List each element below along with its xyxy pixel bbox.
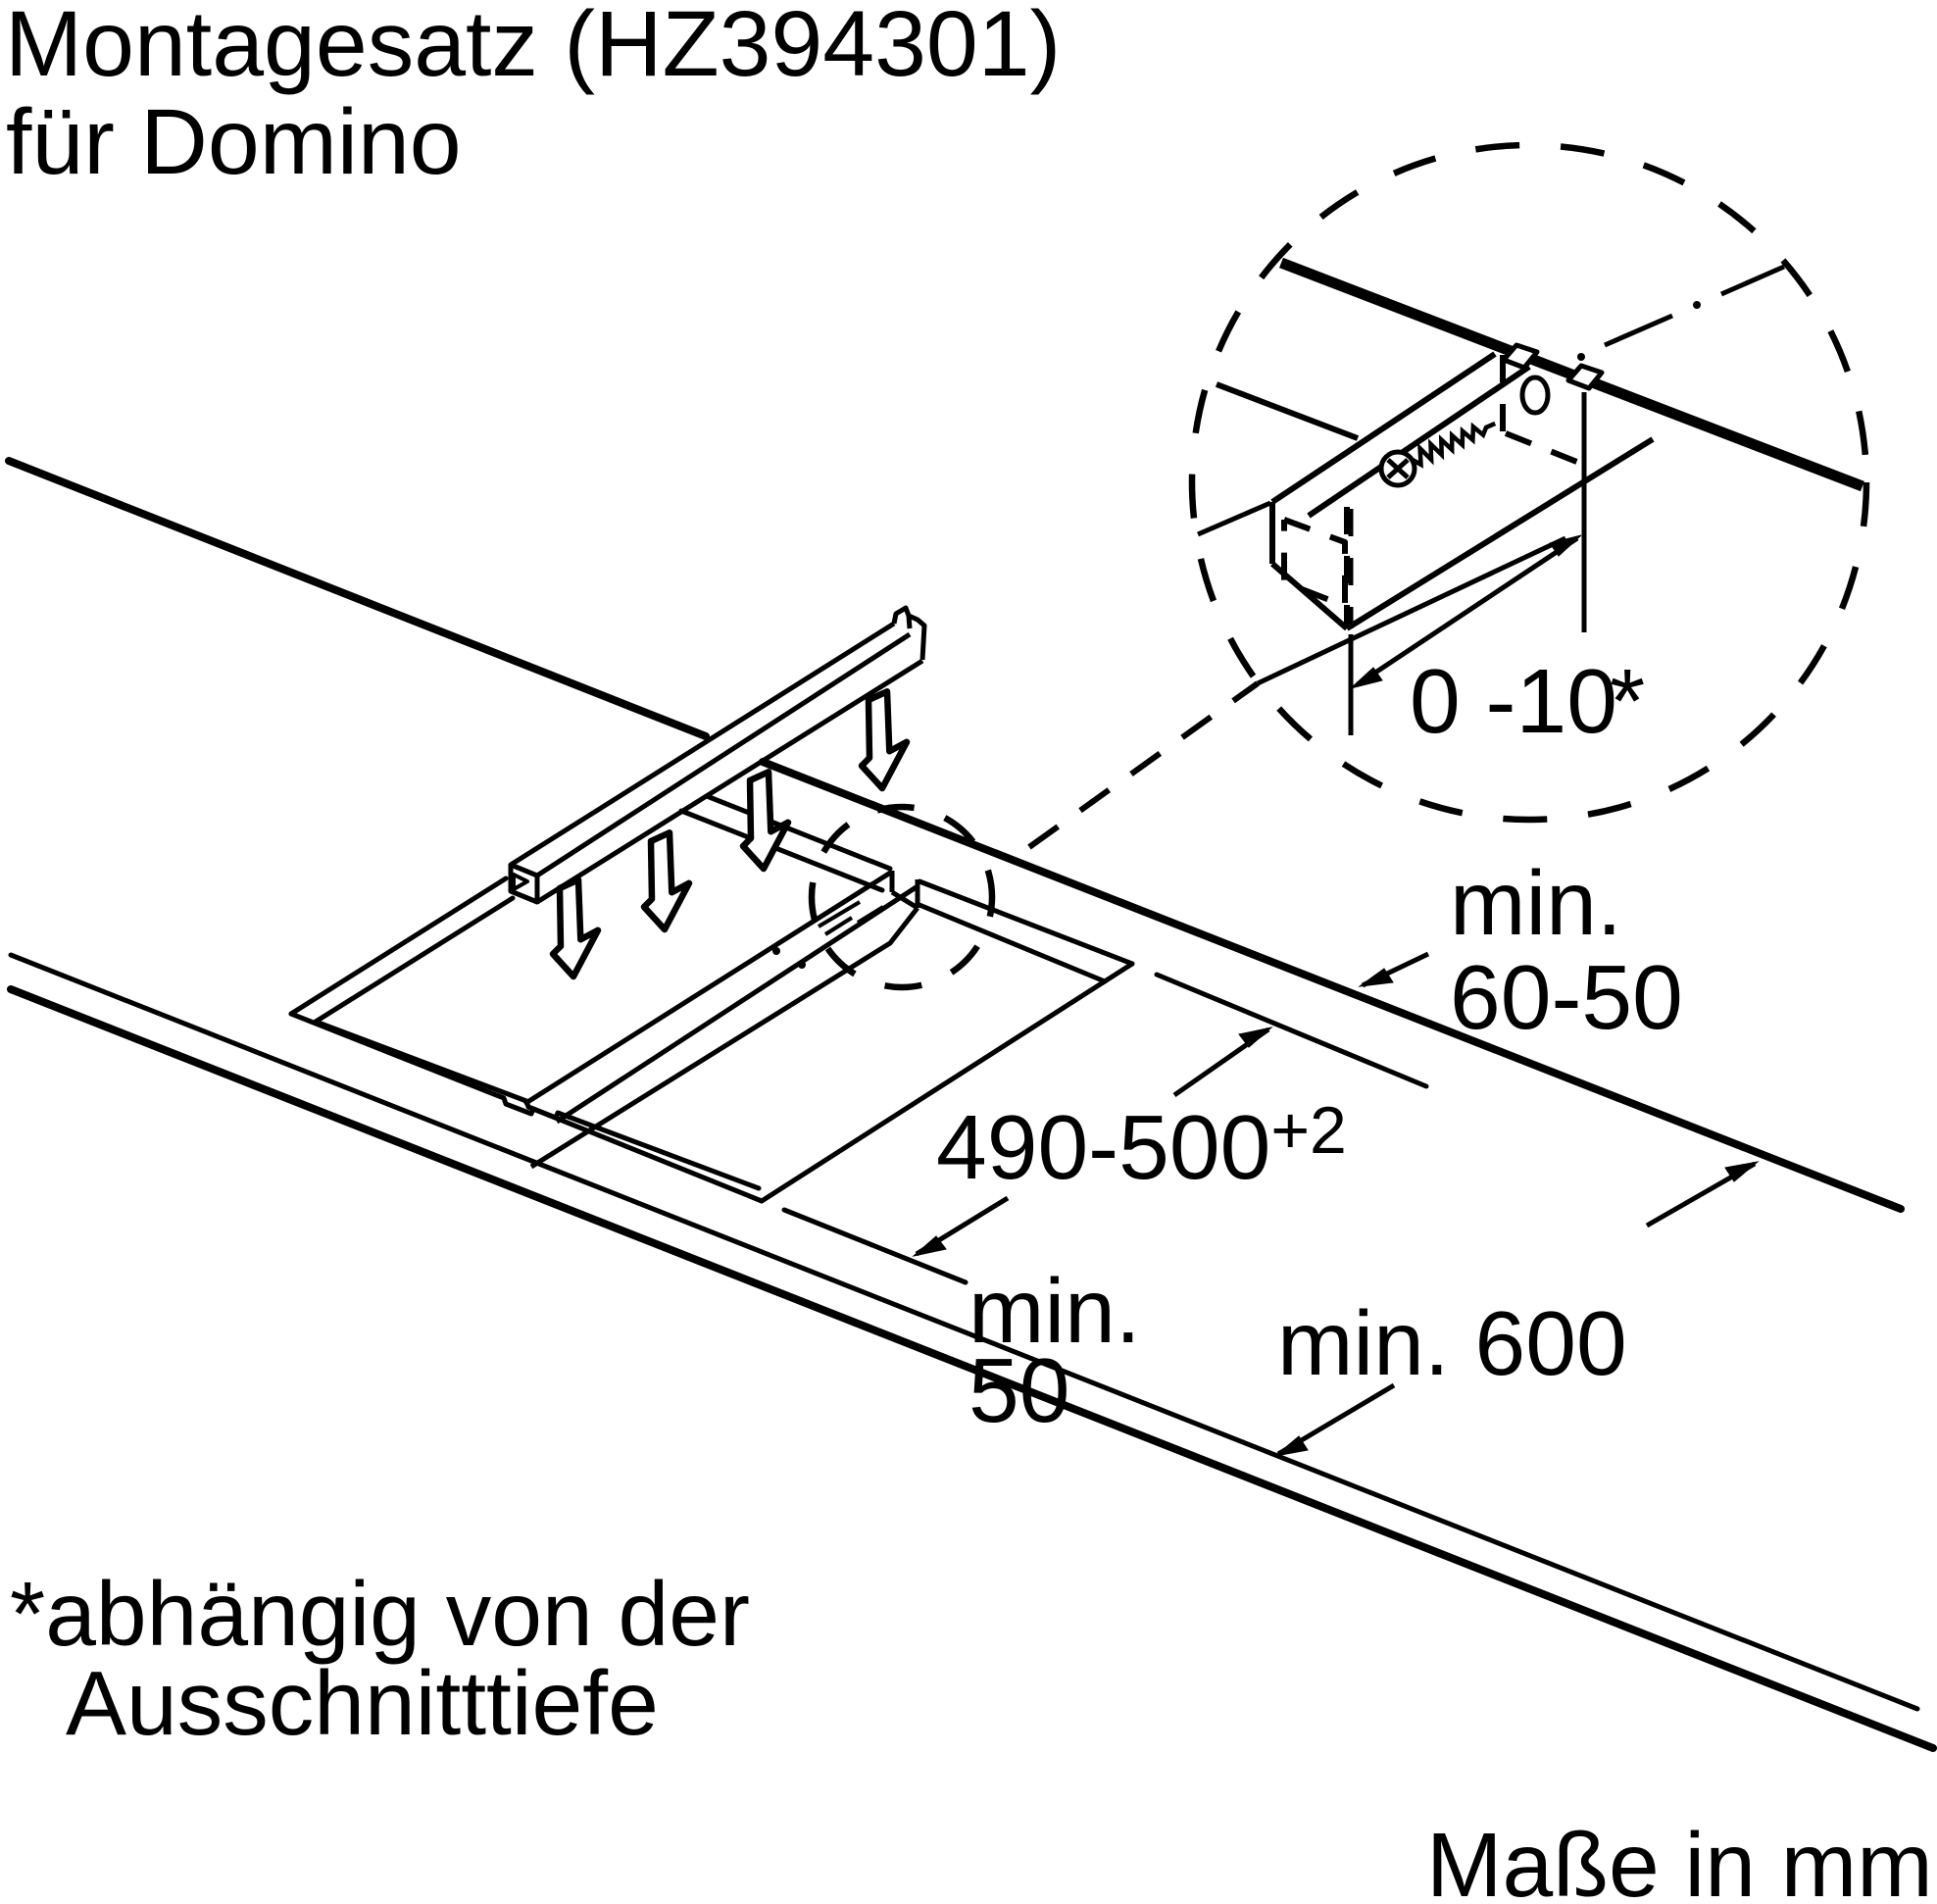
svg-text:*abhängig von der: *abhängig von der xyxy=(10,1563,750,1665)
svg-text:min.: min. xyxy=(1450,852,1622,954)
svg-text:Montagesatz (HZ394301): Montagesatz (HZ394301) xyxy=(5,0,1061,96)
svg-text:für Domino: für Domino xyxy=(6,90,462,194)
svg-text:Ausschnitttiefe: Ausschnitttiefe xyxy=(66,1652,659,1754)
svg-text:Maße in mm: Maße in mm xyxy=(1426,1814,1933,1904)
svg-text:60-50: 60-50 xyxy=(1450,946,1683,1048)
svg-text:min. 600: min. 600 xyxy=(1277,1292,1627,1394)
svg-text:*: * xyxy=(1610,650,1645,752)
svg-text:0 -10: 0 -10 xyxy=(1410,650,1617,752)
